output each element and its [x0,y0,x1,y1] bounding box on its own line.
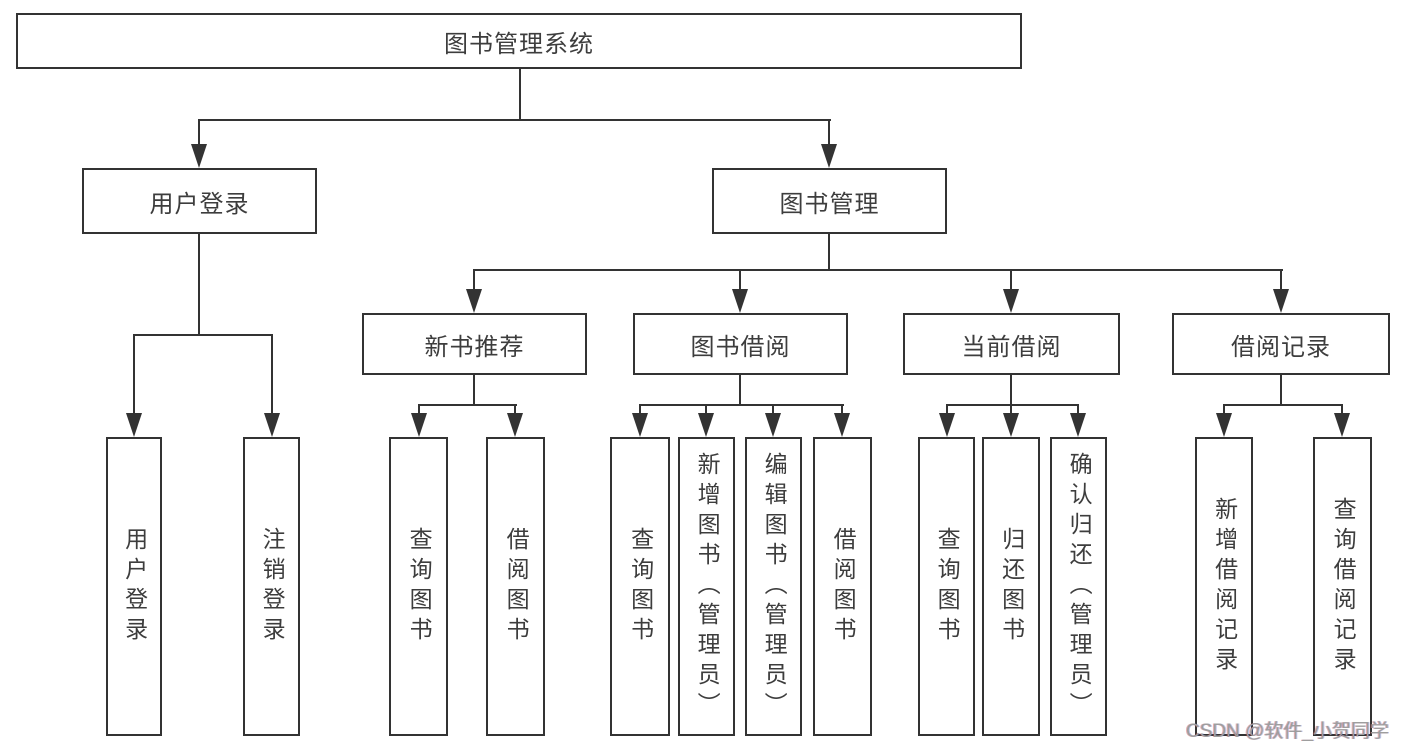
leaf-borrowing-edit-admin: 编辑图书（管理员） [745,437,802,736]
leaf-borrowing-borrow-label: 借阅图书 [830,526,857,647]
connector-new-books-rail [418,404,517,406]
node-user-login: 用户登录 [82,168,317,234]
leaf-records-add: 新增借阅记录 [1195,437,1253,736]
leaf-logout: 注销登录 [243,437,300,736]
connector-shaft-rec-query [1341,404,1343,416]
connector-shaft-rec-add [1223,404,1225,416]
leaf-current-confirm-admin-label: 确认归还（管理员） [1066,451,1093,722]
connector-shaft-borrowing [739,269,741,291]
connector-records-drop [1280,375,1282,406]
connector-new-books-drop [473,375,475,406]
arrowhead-cb-query [939,413,955,437]
leaf-records-query: 查询借阅记录 [1313,437,1372,736]
leaf-newbooks-borrow-label: 借阅图书 [503,526,530,647]
connector-shaft-cb-query [946,404,948,416]
arrowhead-book-mgmt [821,144,837,168]
node-book-borrowing: 图书借阅 [633,313,848,375]
node-book-management-label: 图书管理 [779,190,880,218]
leaf-borrowing-add-admin: 新增图书（管理员） [678,437,735,736]
connector-shaft-bw-borrow [841,404,843,416]
connector-shaft-current [1010,269,1012,291]
connector-shaft-cb-confirm [1077,404,1079,416]
csdn-watermark: CSDN @软件_小贺同学 [1186,721,1389,742]
leaf-current-confirm-admin: 确认归还（管理员） [1050,437,1107,736]
connector-shaft-bw-edit [772,404,774,416]
node-user-login-label: 用户登录 [149,190,250,218]
connector-current-rail [946,404,1079,406]
leaf-newbooks-query-label: 查询图书 [406,526,433,647]
arrowhead-bw-query [632,413,648,437]
leaf-user-login-label: 用户登录 [121,526,148,647]
connector-shaft-nb-borrow [514,404,516,416]
connector-book-mgmt-drop [828,234,830,271]
leaf-newbooks-query: 查询图书 [389,437,448,736]
node-book-management: 图书管理 [712,168,947,234]
leaf-user-login: 用户登录 [106,437,162,736]
node-borrowing-records: 借阅记录 [1172,313,1390,375]
leaf-records-add-label: 新增借阅记录 [1211,496,1238,677]
connector-records-rail [1223,404,1343,406]
connector-shaft-cb-return [1010,404,1012,416]
arrowhead-user-login [191,144,207,168]
leaf-newbooks-borrow: 借阅图书 [486,437,545,736]
connector-shaft-new-books [473,269,475,291]
connector-user-login-rail [133,334,273,336]
connector-shaft-records [1280,269,1282,291]
connector-shaft-nb-query [418,404,420,416]
root-node-library-system: 图书管理系统 [16,13,1022,69]
connector-book-mgmt-rail [473,269,1283,271]
leaf-records-query-label: 查询借阅记录 [1330,496,1357,677]
connector-shaft-bw-query [639,404,641,416]
arrowhead-leaf-login [126,413,142,437]
connector-borrowing-rail [639,404,844,406]
arrowhead-new-books [466,289,482,313]
leaf-borrowing-query: 查询图书 [610,437,670,736]
connector-user-login-drop [198,234,200,336]
arrowhead-leaf-logout [264,413,280,437]
leaf-borrowing-edit-admin-label: 编辑图书（管理员） [761,451,788,722]
connector-shaft-book-mgmt [828,119,830,149]
connector-shaft-user-login [198,119,200,149]
connector-current-drop [1010,375,1012,406]
arrowhead-rec-query [1334,413,1350,437]
leaf-current-query-label: 查询图书 [934,526,961,647]
connector-root-drop [519,69,521,119]
node-current-borrowing: 当前借阅 [903,313,1120,375]
arrowhead-bw-borrow [834,413,850,437]
connector-root-rail [198,119,831,121]
leaf-current-query: 查询图书 [918,437,975,736]
leaf-borrowing-borrow: 借阅图书 [813,437,872,736]
arrowhead-cb-return [1003,413,1019,437]
arrowhead-nb-query [411,413,427,437]
arrowhead-cb-confirm [1070,413,1086,437]
node-current-borrowing-label: 当前借阅 [961,333,1062,361]
connector-shaft-leaf-login [133,334,135,414]
root-node-label: 图书管理系统 [444,30,594,58]
connector-borrowing-drop [739,375,741,406]
node-new-book-recommend-label: 新书推荐 [424,333,525,361]
node-book-borrowing-label: 图书借阅 [690,333,791,361]
arrowhead-bw-add [698,413,714,437]
arrowhead-records [1273,289,1289,313]
node-new-book-recommend: 新书推荐 [362,313,587,375]
arrowhead-nb-borrow [507,413,523,437]
leaf-borrowing-add-admin-label: 新增图书（管理员） [694,451,721,722]
leaf-current-return: 归还图书 [982,437,1040,736]
arrowhead-borrowing [732,289,748,313]
leaf-borrowing-query-label: 查询图书 [627,526,654,647]
arrowhead-bw-edit [765,413,781,437]
node-borrowing-records-label: 借阅记录 [1231,333,1331,361]
leaf-current-return-label: 归还图书 [998,526,1025,647]
connector-shaft-leaf-logout [271,334,273,414]
arrowhead-rec-add [1216,413,1232,437]
connector-shaft-bw-add [705,404,707,416]
arrowhead-current [1003,289,1019,313]
leaf-logout-label: 注销登录 [259,526,286,647]
